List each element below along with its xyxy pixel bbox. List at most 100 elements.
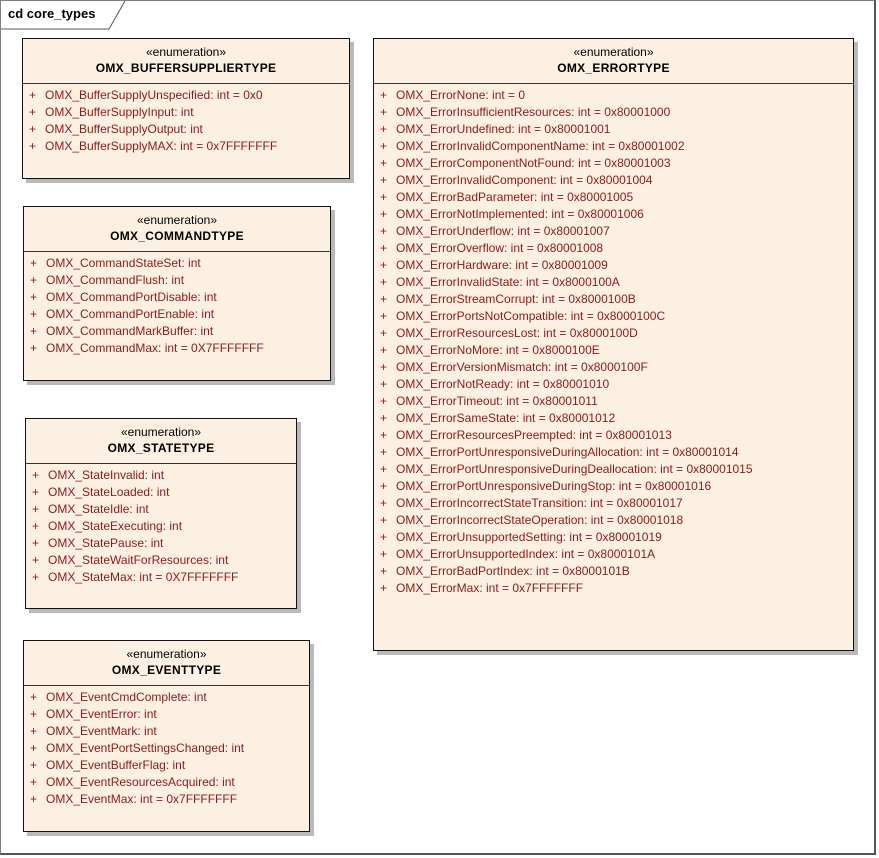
attribute-row[interactable]: +OMX_ErrorSameState: int = 0x80001012 [374, 410, 853, 427]
attribute-row[interactable]: +OMX_EventError: int [24, 706, 309, 723]
attribute-row[interactable]: +OMX_ErrorUnderflow: int = 0x80001007 [374, 223, 853, 240]
attribute-row[interactable]: +OMX_BufferSupplyOutput: int [23, 121, 349, 138]
attribute-row[interactable]: +OMX_ErrorResourcesLost: int = 0x8000100… [374, 325, 853, 342]
attribute-row[interactable]: +OMX_ErrorPortsNotCompatible: int = 0x80… [374, 308, 853, 325]
attribute-row[interactable]: +OMX_ErrorPortUnresponsiveDuringAllocati… [374, 444, 853, 461]
class-command-type[interactable]: «enumeration» OMX_COMMANDTYPE +OMX_Comma… [23, 206, 331, 381]
attribute-row[interactable]: +OMX_BufferSupplyMAX: int = 0x7FFFFFFF [23, 138, 349, 155]
visibility-public-icon: + [380, 105, 388, 119]
attribute-row[interactable]: +OMX_StateMax: int = 0X7FFFFFFF [26, 569, 296, 586]
attribute-row[interactable]: +OMX_BufferSupplyUnspecified: int = 0x0 [23, 87, 349, 104]
attribute-row[interactable]: +OMX_ErrorUnsupportedIndex: int = 0x8000… [374, 546, 853, 563]
attribute-row[interactable]: + OMX_CommandFlush: int [24, 272, 330, 289]
attribute-row[interactable]: +OMX_ErrorInvalidComponentName: int = 0x… [374, 138, 853, 155]
attribute-text: OMX_EventPortSettingsChanged: int [46, 741, 245, 755]
attribute-row[interactable]: +OMX_ErrorUndefined: int = 0x80001001 [374, 121, 853, 138]
visibility-public-icon: + [380, 581, 388, 595]
attribute-row[interactable]: +OMX_StateWaitForResources: int [26, 552, 296, 569]
attribute-text: OMX_CommandPortEnable: int [46, 307, 215, 321]
visibility-public-icon: + [380, 241, 388, 255]
attribute-row[interactable]: +OMX_ErrorIncorrectStateTransition: int … [374, 495, 853, 512]
attribute-list: +OMX_ErrorNone: int = 0+OMX_ErrorInsuffi… [374, 84, 853, 601]
class-header: «enumeration» OMX_ERRORTYPE [374, 39, 853, 84]
visibility-public-icon: + [380, 513, 388, 527]
attribute-row[interactable]: +OMX_ErrorPortUnresponsiveDuringStop: in… [374, 478, 853, 495]
attribute-row[interactable]: +OMX_ErrorBadParameter: int = 0x80001005 [374, 189, 853, 206]
visibility-public-icon: + [380, 343, 388, 357]
attribute-row[interactable]: +OMX_EventResourcesAcquired: int [24, 774, 309, 791]
class-header: «enumeration» OMX_BUFFERSUPPLIERTYPE [23, 39, 349, 84]
attribute-row[interactable]: +OMX_StatePause: int [26, 535, 296, 552]
class-header: «enumeration» OMX_COMMANDTYPE [24, 207, 330, 252]
attribute-text: OMX_CommandMarkBuffer: int [46, 324, 214, 338]
visibility-public-icon: + [380, 258, 388, 272]
stereotype-label: «enumeration» [120, 425, 202, 439]
attribute-list: +OMX_EventCmdComplete: int+OMX_EventErro… [24, 686, 309, 812]
attribute-row[interactable]: +OMX_EventMax: int = 0x7FFFFFFF [24, 791, 309, 808]
attribute-row[interactable]: +OMX_CommandMax: int = 0X7FFFFFFF [24, 340, 330, 357]
attribute-row[interactable]: +OMX_ErrorMax: int = 0x7FFFFFFF [374, 580, 853, 597]
frame-tab: cd core_types [1, 1, 126, 30]
attribute-row[interactable]: +OMX_ErrorTimeout: int = 0x80001011 [374, 393, 853, 410]
attribute-row[interactable]: + OMX_ErrorNoMore: int = 0x8000100E [374, 342, 853, 359]
attribute-row[interactable]: +OMX_CommandMarkBuffer: int [24, 323, 330, 340]
visibility-public-icon: + [32, 553, 40, 567]
attribute-row[interactable]: +OMX_ErrorInvalidComponent: int = 0x8000… [374, 172, 853, 189]
attribute-row[interactable]: +OMX_ErrorComponentNotFound: int = 0x800… [374, 155, 853, 172]
visibility-public-icon: + [30, 307, 38, 321]
attribute-row[interactable]: +OMX_StateLoaded: int [26, 484, 296, 501]
attribute-row[interactable]: +OMX_EventCmdComplete: int [24, 689, 309, 706]
attribute-text: OMX_ErrorPortUnresponsiveDuringDeallocat… [396, 462, 753, 476]
class-state-type[interactable]: «enumeration» OMX_STATETYPE +OMX_StateIn… [25, 418, 297, 609]
class-buffer-supplier-type[interactable]: «enumeration» OMX_BUFFERSUPPLIERTYPE +OM… [22, 38, 350, 179]
attribute-row[interactable]: +OMX_ErrorInsufficientResources: int = 0… [374, 104, 853, 121]
attribute-text: OMX_ErrorNoMore: int = 0x8000100E [396, 343, 600, 357]
class-error-type[interactable]: «enumeration» OMX_ERRORTYPE +OMX_ErrorNo… [373, 38, 854, 651]
attribute-row[interactable]: +OMX_ErrorOverflow: int = 0x80001008 [374, 240, 853, 257]
attribute-row[interactable]: +OMX_ErrorNotImplemented: int = 0x800010… [374, 206, 853, 223]
attribute-row[interactable]: +OMX_EventBufferFlag: int [24, 757, 309, 774]
visibility-public-icon: + [380, 156, 388, 170]
visibility-public-icon: + [30, 273, 38, 287]
attribute-row[interactable]: + OMX_ErrorPortUnresponsiveDuringDealloca… [374, 461, 853, 478]
attribute-list: +OMX_BufferSupplyUnspecified: int = 0x0+… [23, 84, 349, 159]
attribute-row[interactable]: + OMX_CommandPortEnable: int [24, 306, 330, 323]
attribute-row[interactable]: +OMX_ErrorResourcesPreempted: int = 0x80… [374, 427, 853, 444]
stereotype-label: «enumeration» [126, 647, 207, 661]
attribute-text: OMX_ErrorHardware: int = 0x80001009 [396, 258, 608, 272]
class-event-type[interactable]: «enumeration» OMX_EVENTTYPE +OMX_EventCm… [23, 640, 310, 832]
attribute-text: OMX_EventMax: int = 0x7FFFFFFF [46, 792, 238, 806]
attribute-row[interactable]: +OMX_ErrorIncorrectStateOperation: int =… [374, 512, 853, 529]
visibility-public-icon: + [30, 775, 38, 789]
attribute-row[interactable]: +OMX_BufferSupplyInput: int [23, 104, 349, 121]
attribute-text: OMX_ErrorPortsNotCompatible: int = 0x800… [396, 309, 666, 323]
attribute-text: OMX_ErrorStreamCorrupt: int = 0x8000100B [396, 292, 636, 306]
attribute-row[interactable]: +OMX_StateInvalid: int [26, 467, 296, 484]
attribute-row[interactable]: + OMX_EventPortSettingsChanged: int [24, 740, 309, 757]
visibility-public-icon: + [30, 341, 38, 355]
frame-tab-outline-icon [1, 1, 126, 30]
attribute-row[interactable]: +OMX_ErrorVersionMismatch: int = 0x80001… [374, 359, 853, 376]
attribute-text: OMX_ErrorUnsupportedSetting: int = 0x800… [396, 530, 662, 544]
attribute-row[interactable]: +OMX_StateExecuting: int [26, 518, 296, 535]
visibility-public-icon: + [380, 462, 388, 476]
attribute-row[interactable]: +OMX_CommandPortDisable: int [24, 289, 330, 306]
attribute-row[interactable]: +OMX_ErrorNotReady: int = 0x80001010 [374, 376, 853, 393]
attribute-row[interactable]: +OMX_ErrorNone: int = 0 [374, 87, 853, 104]
visibility-public-icon: + [380, 496, 388, 510]
attribute-text: OMX_CommandFlush: int [46, 273, 185, 287]
attribute-text: OMX_ErrorInvalidState: int = 0x8000100A [396, 275, 620, 289]
attribute-row[interactable]: +OMX_StateIdle: int [26, 501, 296, 518]
attribute-row[interactable]: +OMX_ErrorStreamCorrupt: int = 0x8000100… [374, 291, 853, 308]
visibility-public-icon: + [380, 207, 388, 221]
attribute-text: OMX_ErrorTimeout: int = 0x80001011 [396, 394, 598, 408]
attribute-row[interactable]: +OMX_ErrorUnsupportedSetting: int = 0x80… [374, 529, 853, 546]
attribute-row[interactable]: + OMX_ErrorHardware: int = 0x80001009 [374, 257, 853, 274]
visibility-public-icon: + [32, 502, 40, 516]
visibility-public-icon: + [30, 741, 38, 755]
stereotype-label: «enumeration» [573, 45, 654, 59]
attribute-row[interactable]: +OMX_ErrorBadPortIndex: int = 0x8000101B [374, 563, 853, 580]
attribute-row[interactable]: +OMX_ErrorInvalidState: int = 0x8000100A [374, 274, 853, 291]
attribute-row[interactable]: +OMX_CommandStateSet: int [24, 255, 330, 272]
attribute-row[interactable]: +OMX_EventMark: int [24, 723, 309, 740]
